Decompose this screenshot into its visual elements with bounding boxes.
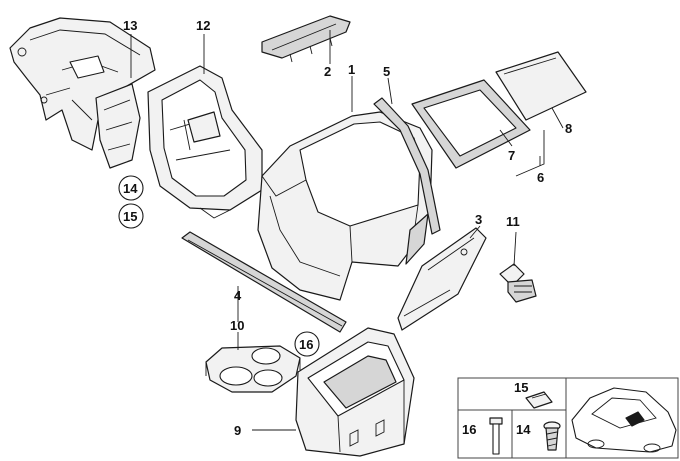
inset-frame — [457, 377, 679, 459]
bolt-shaft-shape — [492, 423, 500, 455]
callout-1: 1 — [348, 62, 355, 77]
part-3-side-panel — [397, 227, 487, 331]
part-13-bracket — [9, 17, 156, 169]
leader-lines — [130, 30, 564, 431]
inset-label-15: 15 — [514, 380, 528, 395]
clip-nut-shape — [525, 391, 553, 409]
part-1-center-console — [257, 111, 433, 301]
callout-15-circle — [118, 203, 144, 229]
callout-4: 4 — [234, 288, 242, 303]
callout-5: 5 — [383, 64, 390, 79]
callout-15: 15 — [123, 209, 137, 224]
callout-16: 16 — [299, 337, 313, 352]
callout-2: 2 — [324, 64, 331, 79]
part-9-storage-box — [295, 327, 415, 457]
callout-3: 3 — [475, 212, 482, 227]
part-8-lid-cover — [495, 51, 587, 121]
callout-12: 12 — [196, 18, 210, 33]
part-11-clip — [499, 263, 537, 303]
inset-label-16: 16 — [462, 422, 476, 437]
callout-10: 10 — [230, 318, 244, 333]
part-5-seal — [373, 97, 441, 235]
callout-8: 8 — [565, 121, 572, 136]
callout-14: 14 — [123, 181, 138, 196]
callout-13: 13 — [123, 18, 137, 33]
callout-labels: 13 12 2 1 5 7 6 8 3 11 4 10 9 14 15 16 — [118, 18, 572, 438]
callout-6: 6 — [537, 170, 544, 185]
callout-11: 11 — [506, 214, 520, 229]
bolt-head-shape — [489, 417, 503, 425]
console-location-marker — [625, 411, 645, 427]
part-4-side-trim — [181, 231, 347, 333]
callout-16-circle — [294, 331, 320, 357]
inset-panel: 15 16 14 — [457, 377, 679, 459]
part-7-lid-frame — [411, 79, 531, 169]
part-10-cup-holder — [205, 345, 301, 393]
callout-7: 7 — [508, 148, 515, 163]
callout-14-circle — [118, 175, 144, 201]
part-2-trim-strip — [261, 15, 351, 63]
inset-label-14: 14 — [516, 422, 531, 437]
car-silhouette — [571, 387, 677, 453]
part-12-frame — [147, 65, 263, 219]
callout-9: 9 — [234, 423, 241, 438]
